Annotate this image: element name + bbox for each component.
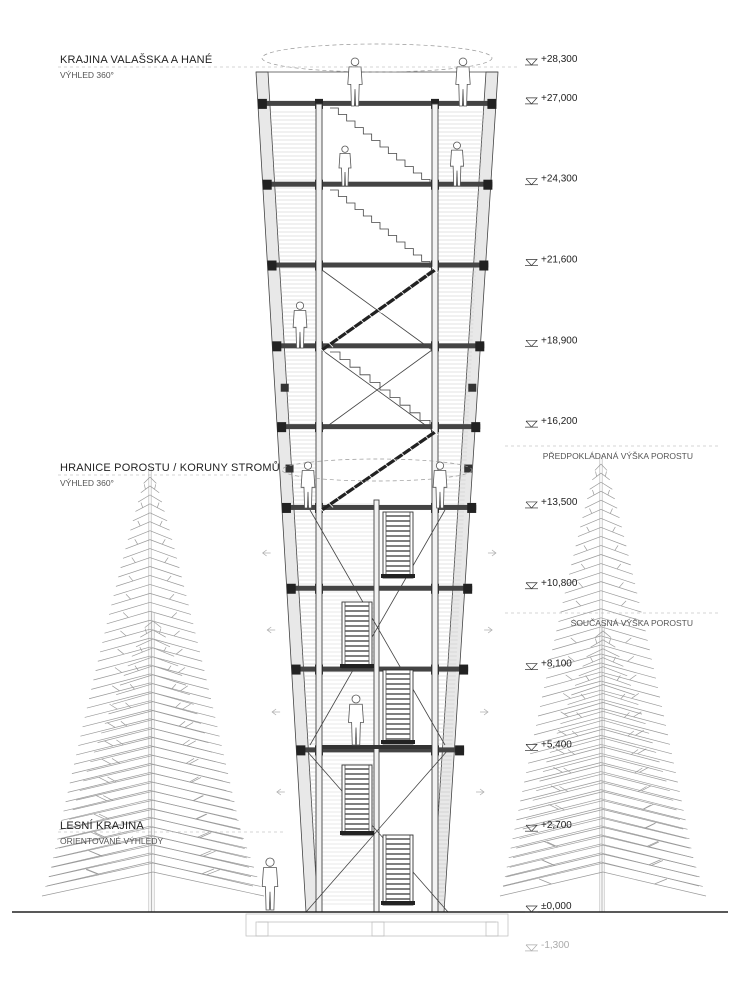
- elevation-label: +27,000: [541, 93, 578, 104]
- elevation-marker: -1,300: [525, 940, 570, 952]
- view-arrow: [271, 708, 281, 716]
- elevation-label: +18,900: [541, 335, 578, 346]
- person-figure: [338, 145, 352, 187]
- elevation-marker: +16,200: [525, 416, 578, 428]
- elevation-label: ±0,000: [541, 901, 572, 912]
- person-figure: [432, 461, 448, 509]
- label-low-sub: ORIENTOVANÉ VÝHLEDY: [60, 836, 163, 846]
- elevation-marker: +10,800: [525, 578, 578, 590]
- elevation-marker: +2,700: [525, 820, 572, 832]
- elevation-label: +13,500: [541, 497, 578, 508]
- elevation-label: +10,800: [541, 578, 578, 589]
- elevation-label: +24,300: [541, 174, 578, 185]
- labels: KRAJINA VALAŠSKA A HANÉ VÝHLED 360° HRAN…: [60, 53, 693, 846]
- elevation-marker: +28,300: [525, 54, 578, 66]
- trees: [41, 455, 707, 912]
- elevation-markers: +28,300 +27,000 +24,300 +21,600 +18,900 +16,2…: [525, 54, 578, 952]
- elevation-marker: +18,900: [525, 335, 578, 347]
- view-arrow: [266, 626, 276, 634]
- person-figure: [292, 301, 308, 349]
- tree: [41, 612, 265, 912]
- elevation-marker: +21,600: [525, 255, 578, 267]
- floor-slab: [267, 260, 489, 271]
- elevation-label: +28,300: [541, 54, 578, 65]
- label-low-title: LESNÍ KRAJINA: [60, 819, 144, 832]
- label-top-title: KRAJINA VALAŠSKA A HANÉ: [60, 53, 212, 66]
- view-arrow: [480, 708, 489, 716]
- view-arrow: [476, 788, 485, 796]
- person-figure: [300, 461, 316, 509]
- elevation-marker: ±0,000: [525, 901, 572, 913]
- staircases: [318, 107, 439, 906]
- label-mid-title: HRANICE POROSTU / KORUNY STROMŮ: [60, 461, 280, 474]
- view-arrows: [262, 549, 497, 796]
- elevation-label: +16,200: [541, 416, 578, 427]
- person-figure: [348, 694, 364, 746]
- view-arrow: [484, 626, 493, 634]
- foundation: [245, 913, 509, 937]
- elevation-label: +2,700: [541, 820, 572, 831]
- elevation-marker: +8,100: [525, 659, 572, 671]
- tree: [499, 622, 707, 912]
- person-figure: [347, 57, 363, 107]
- person-figure: [455, 57, 471, 107]
- label-top-sub: VÝHLED 360°: [60, 70, 114, 80]
- elevation-marker: +24,300: [525, 174, 578, 186]
- view-arrow: [487, 549, 497, 557]
- elevation-marker: +5,400: [525, 739, 572, 751]
- elevation-marker: +27,000: [525, 93, 578, 105]
- elevation-label: +8,100: [541, 659, 572, 670]
- ground: [12, 911, 728, 937]
- view-ellipses: [261, 43, 493, 482]
- human-figures: [261, 57, 471, 911]
- view-arrow: [262, 549, 271, 557]
- elevation-label: +5,400: [541, 739, 572, 750]
- person-figure: [261, 857, 279, 911]
- floor-slab: [277, 422, 481, 433]
- elevation-marker: +13,500: [525, 497, 578, 509]
- label-current-height: SOUČASNÁ VÝŠKA POROSTU: [571, 618, 693, 628]
- view-arrow: [276, 788, 285, 796]
- elevation-label: +21,600: [541, 255, 578, 266]
- label-mid-sub: VÝHLED 360°: [60, 478, 114, 488]
- label-expected-height: PŘEDPOKLÁDANÁ VÝŠKA POROSTU: [543, 451, 693, 461]
- person-figure: [449, 141, 465, 187]
- floor-slab: [272, 341, 485, 352]
- elevation-label: -1,300: [541, 940, 570, 951]
- reference-lines: [58, 66, 720, 833]
